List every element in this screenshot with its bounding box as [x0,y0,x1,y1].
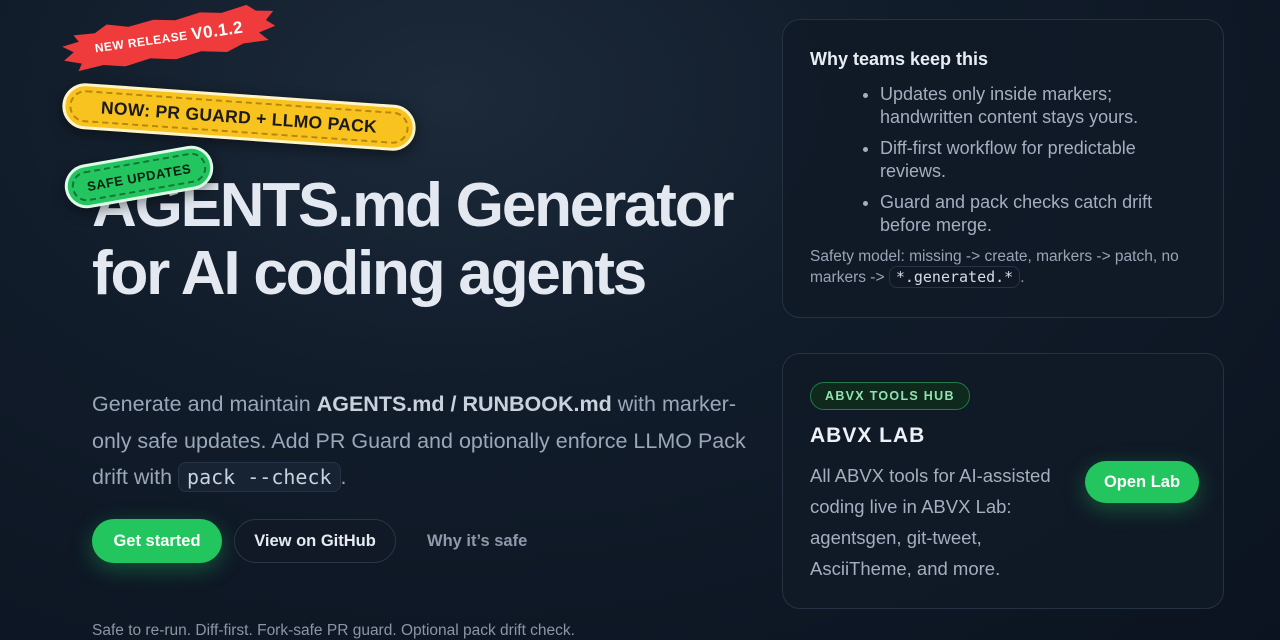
abvx-lab-description: All ABVX tools for AI-assisted coding li… [810,465,1051,579]
list-item: Diff-first workflow for predictable revi… [880,137,1196,183]
why-its-safe-link[interactable]: Why it’s safe [427,531,528,550]
subtitle-runbook-md: RUNBOOK.md [462,392,612,416]
subtitle-end: . [340,465,347,489]
tools-hub-badge: ABVX TOOLS HUB [810,382,970,410]
page-title: AGENTS.md Generator for AI coding agents [92,171,735,308]
list-item: Updates only inside markers; handwritten… [880,83,1196,129]
subtitle-text-1: Generate and maintain [92,392,317,416]
subtitle-separator: / [444,392,463,416]
pack-check-code: pack --check [178,462,341,492]
hero-section: AGENTS.md Generator for AI coding agents… [92,0,772,640]
abvx-lab-card: ABVX TOOLS HUB ABVX LAB All ABVX tools f… [782,353,1224,609]
safety-model-text: Safety model: missing -> create, markers… [810,248,1179,286]
safety-model-end: . [1020,269,1025,286]
subtitle-agents-md: AGENTS.md [316,392,445,416]
hero-footnote: Safe to re-run. Diff-first. Fork-safe PR… [92,622,575,639]
safety-model-note: Safety model: missing -> create, markers… [810,247,1196,288]
open-lab-button[interactable]: Open Lab [1085,461,1199,503]
hero-subtitle: Generate and maintain AGENTS.md / RUNBOO… [92,386,752,496]
why-teams-title: Why teams keep this [810,49,989,69]
view-on-github-button[interactable]: View on GitHub [234,519,396,563]
new-release-label: NEW RELEASE [93,28,189,56]
cta-group: Get started View on GitHub Why it’s safe [92,519,527,563]
why-teams-list: Updates only inside markers; handwritten… [810,83,1196,237]
generated-pattern-code: *.generated.* [888,266,1021,288]
list-item: Guard and pack checks catch drift before… [880,191,1196,237]
subtitle-text-2: with marker-only safe updates. Add PR Gu… [92,392,746,489]
release-version: V0.1.2 [190,17,245,44]
why-teams-card: Why teams keep this Updates only inside … [782,19,1224,318]
get-started-button[interactable]: Get started [92,519,222,563]
abvx-lab-title: ABVX LAB [810,424,926,447]
